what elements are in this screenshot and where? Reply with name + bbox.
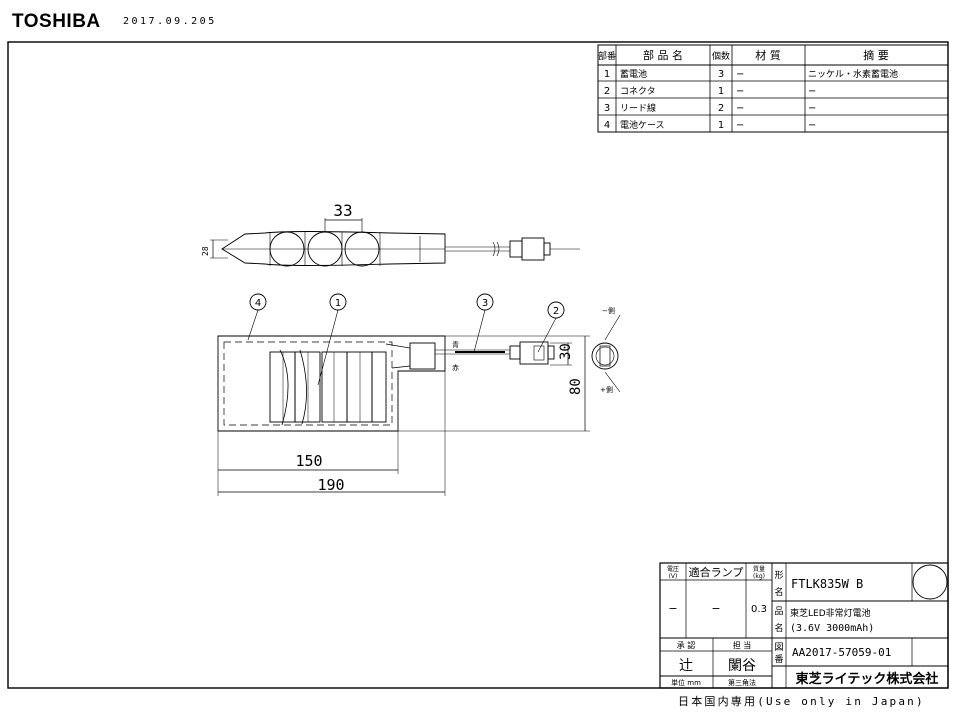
parts-row4-remark: −	[808, 120, 816, 131]
parts-table: 部番 部 品 名 個数 材 質 摘 要 1 蓄電池 3 − ニッケル・水素蓄電池…	[597, 44, 949, 133]
tb-drawing-no-label: 図	[774, 642, 783, 653]
parts-row4-qty: 1	[718, 120, 724, 131]
callout-1: 1	[335, 298, 341, 309]
tb-mass-label: 質量	[753, 565, 765, 573]
parts-header-name: 部 品 名	[643, 48, 683, 62]
side-view	[210, 218, 580, 267]
parts-row3-qty: 2	[718, 103, 724, 114]
tb-product-line2: (3.6V 3000mAh)	[790, 623, 874, 634]
tb-approve-label: 承 認	[677, 640, 696, 650]
tb-unit-label: 単位 mm	[671, 678, 701, 687]
callout-3: 3	[482, 298, 488, 309]
parts-row2-no: 2	[604, 86, 610, 97]
parts-row3-name: リード線	[620, 102, 656, 114]
parts-row3-material: −	[736, 103, 744, 114]
parts-row1-remark: ニッケル・水素蓄電池	[808, 68, 898, 80]
tb-projection-label: 第三角法	[728, 678, 756, 687]
callout-4: 4	[255, 298, 261, 309]
parts-row2-qty: 1	[718, 86, 724, 97]
parts-row3-remark: −	[808, 103, 816, 114]
polarity-plus: +側	[600, 385, 613, 394]
title-block	[659, 562, 949, 689]
parts-row4-no: 4	[604, 120, 610, 131]
tb-lamp-value: −	[711, 602, 720, 615]
callout-2: 2	[553, 306, 559, 317]
parts-row3-no: 3	[604, 103, 610, 114]
parts-row4-name: 電池ケース	[620, 119, 665, 131]
parts-header-material: 材 質	[755, 48, 781, 62]
dim-connector-height: 30	[558, 343, 574, 360]
tb-lamp-label: 適合ランプ	[689, 565, 744, 579]
dim-inner-width: 150	[295, 452, 322, 470]
svg-text:(kg): (kg)	[753, 573, 765, 580]
parts-row1-no: 1	[604, 69, 610, 80]
parts-row1-material: −	[736, 69, 744, 80]
dim-pitch: 33	[333, 201, 352, 220]
parts-row4-material: −	[736, 120, 744, 131]
drawing-frame	[7, 41, 949, 689]
parts-row2-name: コネクタ	[620, 86, 656, 97]
tb-charge-label: 担 当	[733, 640, 752, 650]
wire-label-blue: 青	[452, 340, 459, 349]
tb-company: 東芝ライテック株式会社	[796, 671, 939, 687]
svg-text:名: 名	[774, 586, 783, 598]
tb-drawing-no: AA2017-57059-01	[792, 646, 891, 659]
tb-charge-value: 闌谷	[728, 658, 756, 674]
parts-row2-remark: −	[808, 86, 816, 97]
dim-total-width: 190	[317, 476, 344, 494]
parts-row2-material: −	[736, 86, 744, 97]
parts-header-no: 部番	[598, 50, 616, 62]
tb-approve-value: 辻	[679, 658, 693, 674]
tb-mass-value: 0.3	[751, 604, 767, 615]
dim-thickness: 28	[201, 246, 210, 256]
tb-product-line1: 東芝LED非常灯電池	[790, 607, 871, 619]
svg-text:名: 名	[774, 622, 783, 634]
tb-product-label: 品	[774, 606, 783, 617]
svg-text:番: 番	[774, 653, 783, 665]
tb-voltage-label: 電圧	[667, 566, 679, 573]
polarity-minus: −側	[602, 306, 615, 315]
parts-header-remark: 摘 要	[863, 48, 889, 62]
tb-model-label: 形	[774, 569, 783, 581]
parts-header-qty: 個数	[712, 50, 730, 62]
tb-model-value: FTLK835W B	[791, 577, 863, 591]
svg-text:(V): (V)	[669, 573, 678, 580]
front-view	[217, 293, 621, 496]
dim-height: 80	[568, 378, 584, 395]
brand-logo: TOSHIBA	[12, 11, 101, 32]
parts-row1-qty: 3	[718, 69, 724, 80]
footer-note: 日本国内専用(Use only in Japan)	[678, 695, 925, 708]
tb-voltage-value: −	[668, 602, 677, 615]
parts-row1-name: 蓄電池	[620, 68, 647, 80]
wire-label-red: 赤	[452, 364, 459, 372]
document-date: 2017.09.205	[123, 16, 217, 27]
